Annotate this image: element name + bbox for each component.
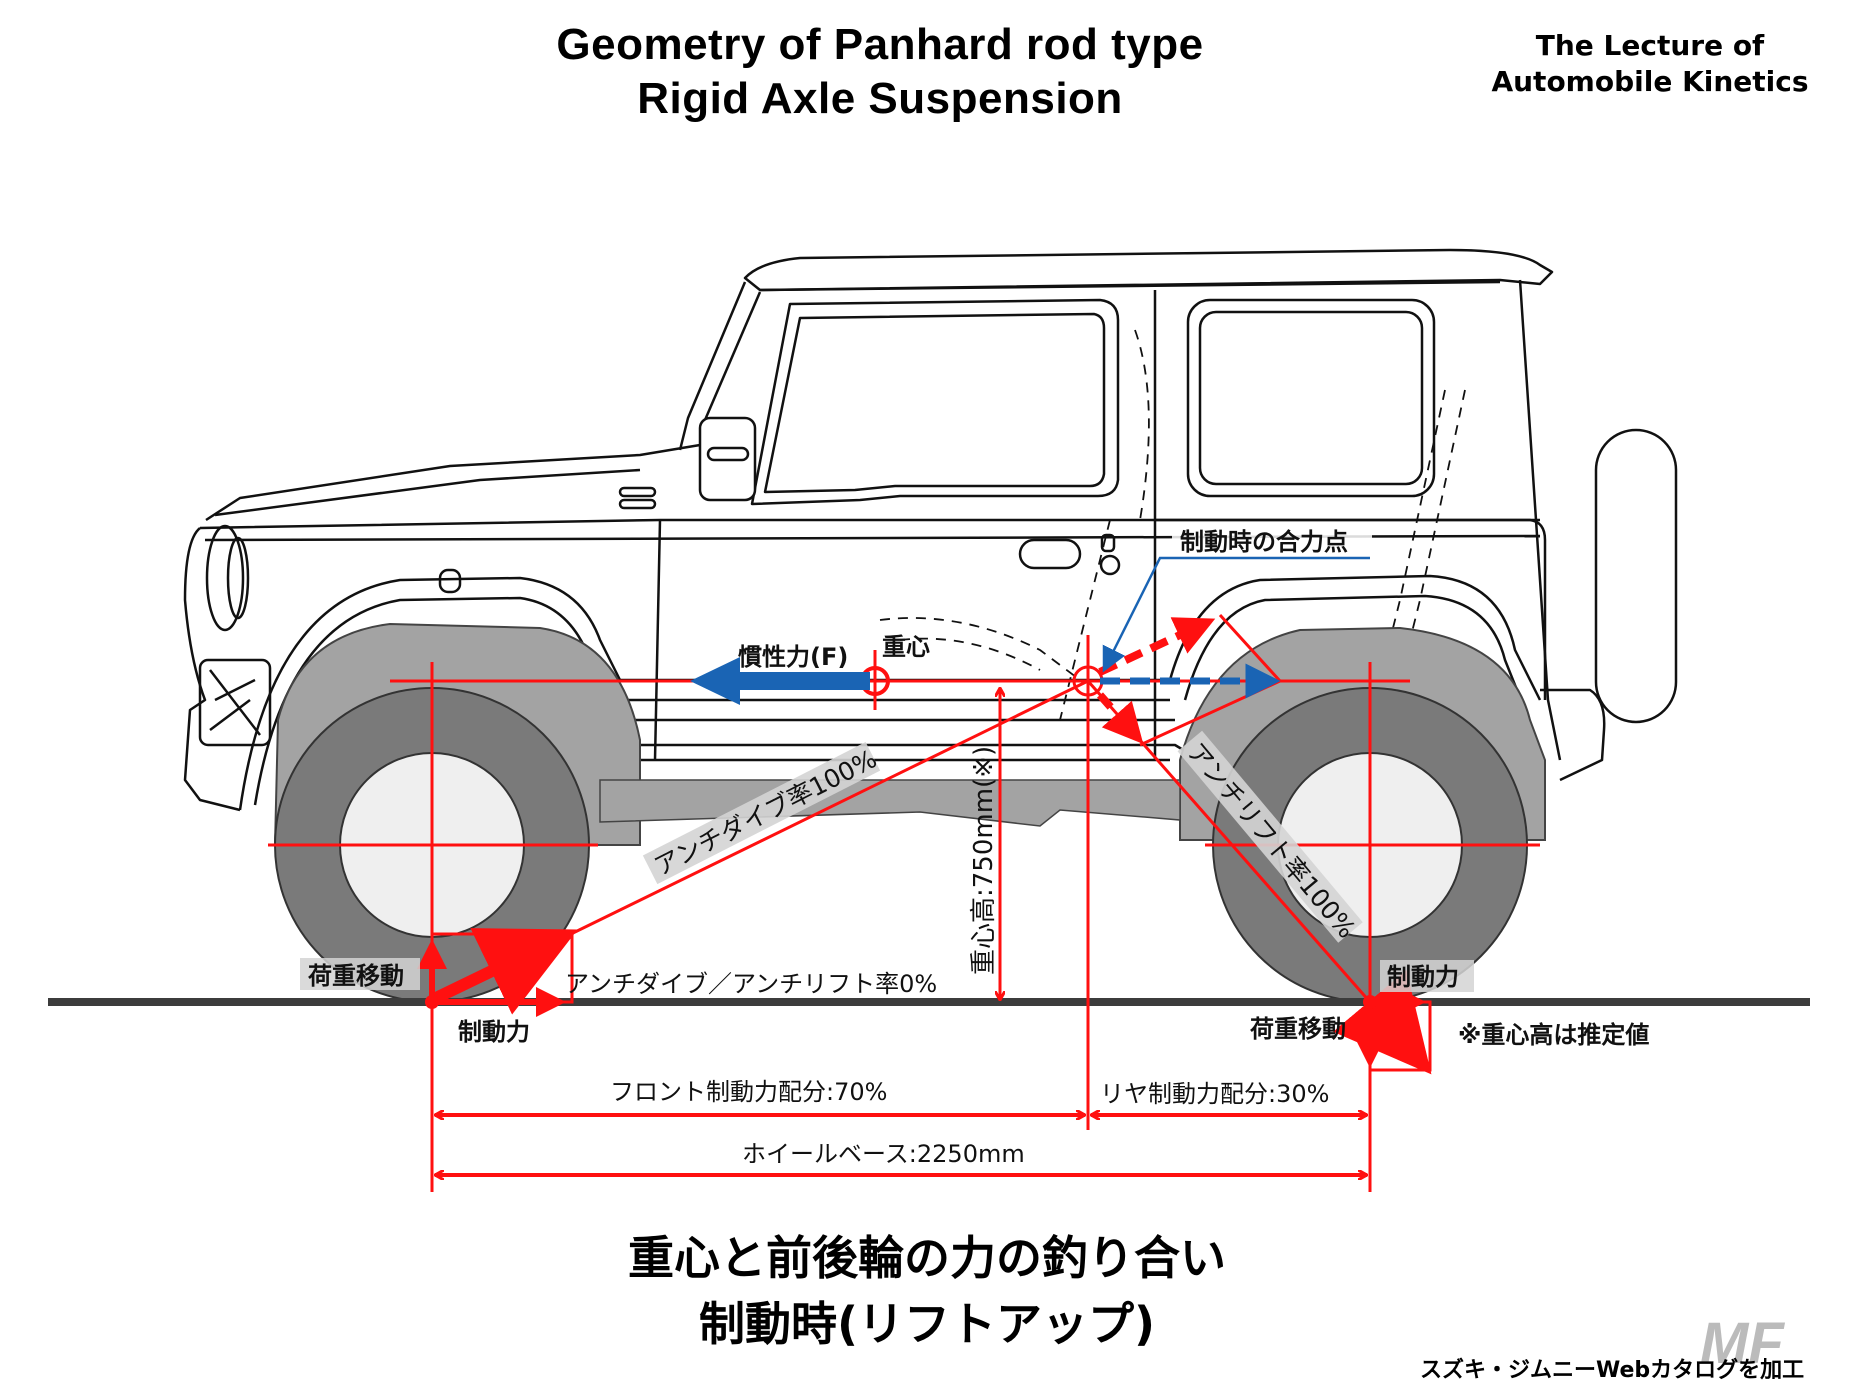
vehicle-body (183, 248, 1678, 812)
front-load-transfer-label: 荷重移動 (308, 962, 404, 990)
underbody (599, 779, 1181, 827)
zero-ratio-label: アンチダイブ／アンチリフト率0% (565, 970, 937, 998)
title-line-2: Rigid Axle Suspension (637, 74, 1123, 123)
rear-braking-force-label: 制動力 (1387, 963, 1459, 991)
cg-height-label: 重心高:750mm(※) (969, 746, 999, 975)
caption-line-2: 制動時(リフトアップ) (698, 1297, 1156, 1351)
rear-force-vectors (1332, 969, 1432, 1075)
rear-distribution-label: リヤ制動力配分:30% (1100, 1080, 1329, 1108)
cg-height-label-group: 重心高:750mm(※) (969, 746, 999, 975)
center-of-gravity-label: 重心 (882, 633, 930, 661)
series-line-2: Automobile Kinetics (1491, 65, 1809, 98)
dimension-lines (435, 1115, 1367, 1175)
wheelbase-label: ホイールベース:2250mm (742, 1140, 1025, 1168)
title-line-1: Geometry of Panhard rod type (556, 20, 1204, 69)
front-distribution-label: フロント制動力配分:70% (610, 1078, 887, 1106)
resultant-leader-line (1102, 556, 1370, 673)
series-label: The Lecture of Automobile Kinetics (1440, 28, 1854, 100)
cg-note-label: ※重心高は推定値 (1458, 1021, 1649, 1049)
front-braking-force-label: 制動力 (458, 1018, 530, 1046)
caption-line-1: 重心と前後輪の力の釣り合い (628, 1231, 1226, 1285)
rear-load-transfer-label: 荷重移動 (1250, 1015, 1346, 1043)
inertia-force-arrow (690, 657, 870, 705)
diagram-caption: 重心と前後輪の力の釣り合い 制動時(リフトアップ) (400, 1225, 1454, 1357)
resultant-point-label: 制動時の合力点 (1180, 528, 1348, 556)
diagram-title: Geometry of Panhard rod type Rigid Axle … (430, 18, 1330, 126)
inertia-force-label: 慣性力(F) (738, 643, 848, 671)
source-credit: スズキ・ジムニーWebカタログを加工 (1420, 1358, 1805, 1383)
dashed-down-arrow (1097, 692, 1144, 744)
publisher-watermark: MF (1700, 1311, 1784, 1376)
dashed-up-arrow (1098, 617, 1216, 676)
series-line-1: The Lecture of (1535, 29, 1765, 62)
front-force-vectors (417, 928, 578, 1017)
